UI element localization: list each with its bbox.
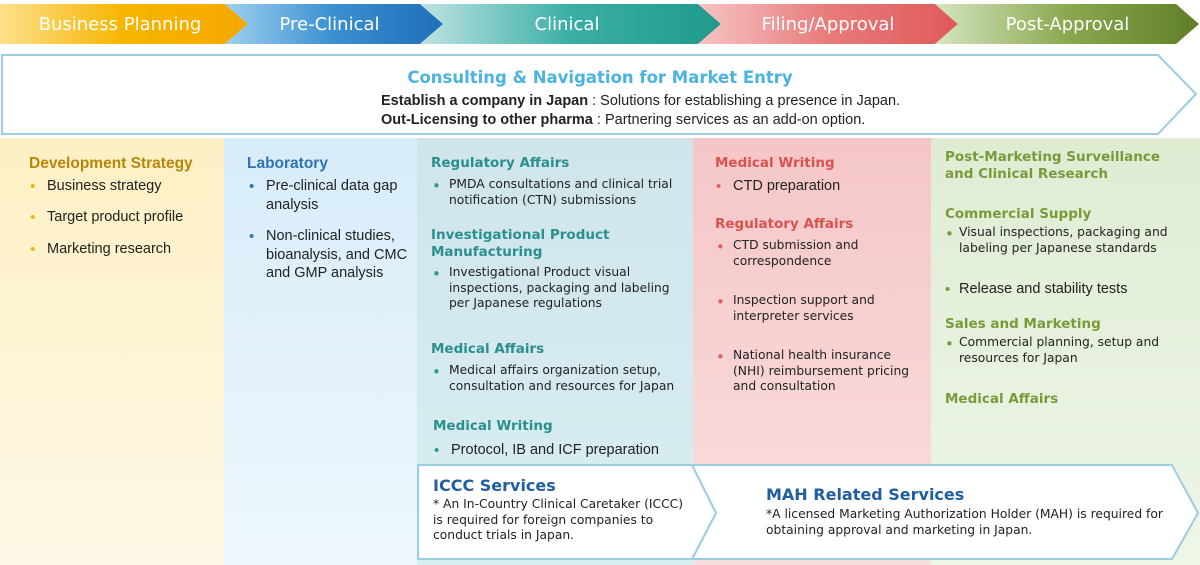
mah-title: MAH Related Services — [766, 485, 965, 504]
pa-medical-affairs-heading: Medical Affairs — [945, 391, 1059, 407]
mah-text: *A licensed Marketing Authorization Hold… — [766, 507, 1163, 537]
development-strategy-heading: Development Strategy — [29, 155, 193, 172]
stage-filing-approval-shape — [698, 4, 958, 44]
clinical-ipm-item: •Investigational Product visual inspecti… — [432, 265, 670, 311]
stage-post-approval-shape — [935, 4, 1199, 44]
consulting-line-2-rest: : Partnering services as an add-on optio… — [592, 112, 866, 128]
iccc-text: * An In-Country Clinical Caretaker (ICCC… — [433, 497, 684, 543]
clinical-regulatory-affairs-heading: Regulatory Affairs — [431, 155, 570, 171]
stage-clinical: Clinical — [534, 13, 600, 35]
filing-medical-writing-heading: Medical Writing — [715, 155, 835, 171]
consulting-line-2: Out-Licensing to other pharma : Partneri… — [381, 111, 1141, 130]
consulting-line-1: Establish a company in Japan : Solutions… — [381, 92, 1141, 111]
consulting-line-2-bold: Out-Licensing to other pharma — [381, 112, 593, 128]
iccc-arrow-shape — [417, 464, 718, 560]
clinical-mw-item: •Protocol, IB and ICF preparation — [434, 442, 659, 459]
consulting-line-1-bold: Establish a company in Japan — [381, 93, 589, 109]
pa-sm-item: •Commercial planning, setup and resource… — [945, 335, 1160, 365]
investigational-product-manufacturing-heading: Investigational Product Manufacturing — [431, 227, 610, 261]
stage-filing-approval: Filing/Approval — [761, 13, 895, 35]
filing-mw-item: •CTD preparation — [716, 178, 841, 195]
pc-list-item: •Non-clinical studies, bioanalysis, and … — [249, 228, 408, 282]
consulting-title: Consulting & Navigation for Market Entry — [407, 68, 793, 87]
bp-list-item: •Business strategy — [30, 178, 162, 195]
pre-clinical-column — [224, 138, 417, 565]
pa-cs-item: •Visual inspections, packaging and label… — [945, 225, 1168, 255]
stage-chevrons — [0, 4, 1199, 44]
pc-list-item: •Pre-clinical data gap analysis — [249, 178, 398, 213]
bp-list-item: •Target product profile — [30, 209, 184, 226]
pms-heading: Post-Marketing Surveillance and Clinical… — [945, 149, 1160, 183]
filing-regulatory-affairs-heading: Regulatory Affairs — [715, 216, 854, 232]
stage-pre-clinical-shape — [225, 4, 443, 44]
clinical-medical-affairs-heading: Medical Affairs — [431, 341, 545, 357]
clinical-reg-item: •PMDA consultations and clinical trial n… — [432, 177, 673, 207]
business-planning-column — [0, 138, 224, 565]
bp-list-item: •Marketing research — [30, 241, 172, 258]
pa-cs-item: •Release and stability tests — [945, 281, 1128, 298]
clinical-medical-writing-heading: Medical Writing — [433, 418, 553, 434]
clinical-ma-item: •Medical affairs organization setup, con… — [432, 363, 675, 393]
consulting-line-1-rest: : Solutions for establishing a presence … — [588, 93, 901, 109]
stage-pre-clinical: Pre-Clinical — [279, 13, 380, 35]
iccc-title: ICCC Services — [433, 476, 556, 495]
stage-business-planning-shape — [0, 4, 248, 44]
commercial-supply-heading: Commercial Supply — [945, 206, 1092, 222]
filing-ra-item: •Inspection support and interpreter serv… — [716, 293, 875, 323]
sales-marketing-heading: Sales and Marketing — [945, 316, 1101, 332]
bottom-service-arrows — [417, 464, 1200, 560]
filing-ra-item: •National health insurance (NHI) reimbur… — [716, 348, 910, 394]
laboratory-heading: Laboratory — [247, 155, 328, 172]
stage-business-planning: Business Planning — [38, 13, 202, 35]
filing-ra-item: •CTD submission and correspondence — [716, 238, 859, 268]
stage-clinical-shape — [420, 4, 721, 44]
stage-post-approval: Post-Approval — [1005, 13, 1130, 35]
consulting-arrow — [1, 54, 1198, 135]
